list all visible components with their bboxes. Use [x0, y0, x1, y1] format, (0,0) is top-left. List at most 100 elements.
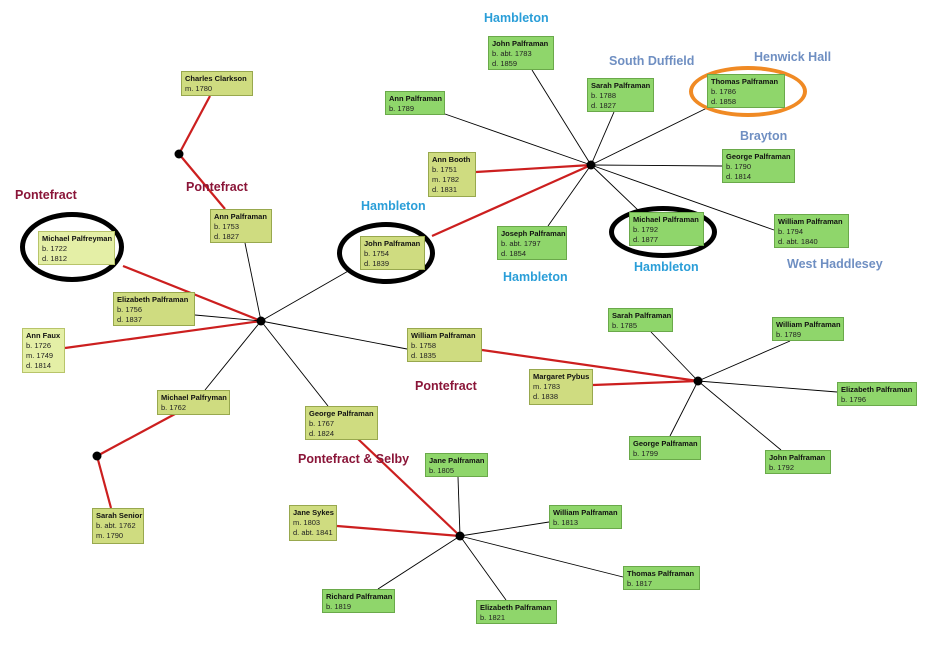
person-dates: d. 1814: [26, 361, 52, 370]
spouse-link: [178, 95, 211, 155]
person-dates: b. abt. 1762: [96, 521, 136, 530]
person-dates: b. 1792: [769, 463, 795, 472]
family-hub-node[interactable]: [256, 316, 266, 326]
child-link: [590, 164, 723, 167]
person-dates: b. 1767: [309, 419, 335, 428]
family-hub-node[interactable]: [92, 451, 102, 461]
person-dates: d. 1858: [711, 97, 737, 106]
person-dates: d. 1824: [309, 429, 335, 438]
spouse-link: [95, 455, 113, 509]
person-dates: b. 1789: [389, 104, 415, 113]
person-dates: b. 1799: [633, 449, 659, 458]
family-hub-node[interactable]: [174, 149, 184, 159]
person-name: George Palframan: [726, 152, 791, 161]
child-link: [204, 320, 262, 391]
person-dates: b. abt. 1797: [501, 239, 541, 248]
person-dates: d. 1838: [533, 392, 559, 401]
person-name: Ann Palframan: [389, 94, 442, 103]
person-dates: b. 1805: [429, 466, 455, 475]
child-link: [260, 320, 329, 407]
person-dates: b. 1722: [42, 244, 68, 253]
person-name: John Palframan: [769, 453, 826, 462]
person-name: George Palframan: [633, 439, 698, 448]
spouse-link: [96, 413, 176, 457]
child-link: [590, 164, 641, 213]
person-dates: d. abt. 1840: [778, 237, 818, 246]
person-name: Elizabeth Palframan: [117, 295, 189, 304]
person-dates: m. 1780: [185, 84, 213, 93]
person-dates: d. 1827: [591, 101, 617, 110]
family-hub-node[interactable]: [693, 376, 703, 386]
person-name: William Palframan: [411, 331, 476, 340]
person-name: Thomas Palframan: [711, 77, 779, 86]
person-name: Richard Palframan: [326, 592, 393, 601]
child-link: [590, 111, 615, 166]
spouse-link: [178, 153, 226, 210]
person-dates: b. 1821: [480, 613, 506, 622]
person-name: Sarah Palframan: [612, 311, 672, 320]
person-dates: b. 1789: [776, 330, 802, 339]
person-dates: b. 1794: [778, 227, 804, 236]
spouse-link: [357, 438, 461, 537]
person-name: John Palframan: [492, 39, 549, 48]
person-dates: b. 1817: [627, 579, 653, 588]
person-dates: m. 1790: [96, 531, 124, 540]
child-link: [590, 107, 708, 166]
spouse-link: [592, 379, 699, 387]
family-hub-node[interactable]: [455, 531, 465, 541]
person-name: Elizabeth Palframan: [480, 603, 552, 612]
person-dates: b. 1790: [726, 162, 752, 171]
child-link: [459, 535, 624, 578]
child-link: [459, 521, 550, 537]
person-name: Thomas Palframan: [627, 569, 695, 578]
person-name: William Palframan: [776, 320, 841, 329]
spouse-link: [475, 163, 592, 174]
person-name: Jane Sykes: [293, 508, 334, 517]
person-name: Jane Palframan: [429, 456, 485, 465]
person-name: Ann Booth: [432, 155, 471, 164]
person-name: Sarah Senior: [96, 511, 143, 520]
person-dates: b. 1813: [553, 518, 579, 527]
child-link: [590, 164, 775, 231]
person-dates: b. 1753: [214, 222, 240, 231]
person-dates: b. 1796: [841, 395, 867, 404]
child-link: [697, 380, 838, 393]
person-dates: m. 1782: [432, 175, 460, 184]
family-hub-node[interactable]: [586, 160, 596, 170]
child-link: [697, 340, 791, 382]
highlight-ring-thomas-palframan-1786: [689, 66, 807, 117]
child-link: [244, 242, 262, 322]
child-link: [531, 69, 592, 166]
